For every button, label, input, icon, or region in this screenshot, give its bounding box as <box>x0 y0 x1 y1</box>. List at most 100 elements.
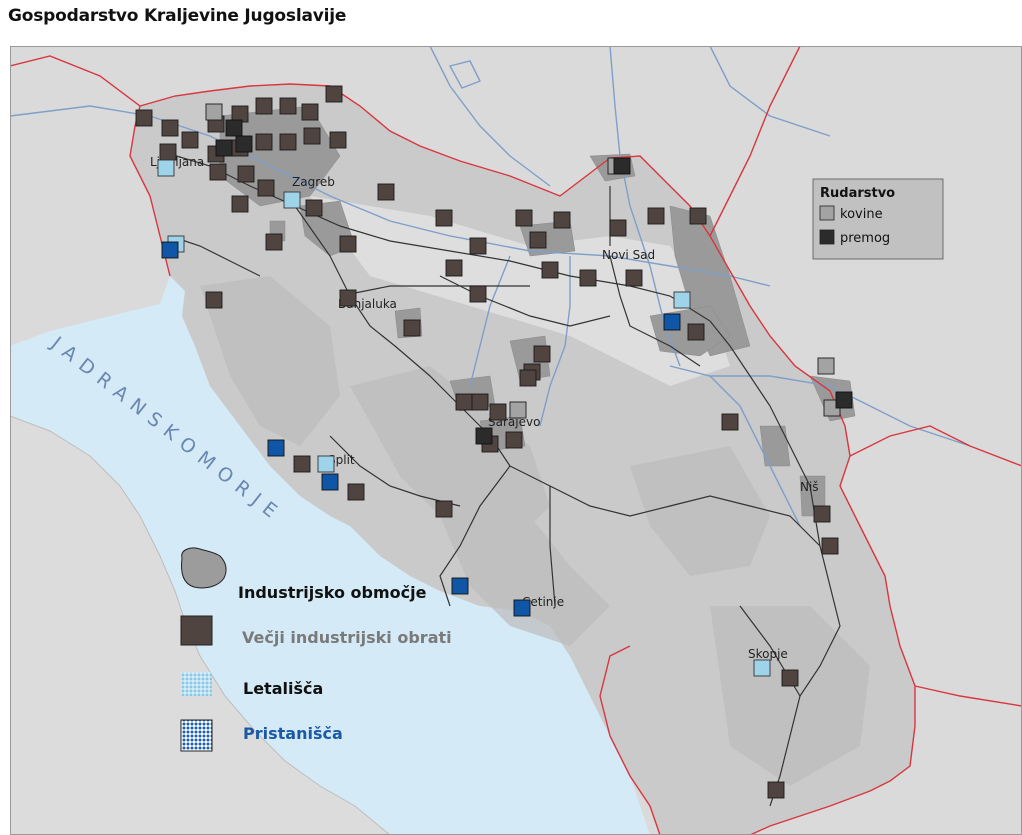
factory-marker <box>209 163 227 181</box>
factory-marker <box>279 97 297 115</box>
port-marker <box>267 439 285 457</box>
factory-marker <box>265 233 283 251</box>
city-label: Zagreb <box>292 175 335 189</box>
state-borders <box>10 46 1022 835</box>
factory-marker <box>231 195 249 213</box>
pannonian-plain <box>310 196 730 386</box>
legend-coal-label: premog <box>840 231 890 246</box>
airport-marker <box>317 455 335 473</box>
factory-marker <box>469 237 487 255</box>
legend-metals-swatch <box>819 205 835 221</box>
factory-marker <box>255 97 273 115</box>
factory-marker <box>237 165 255 183</box>
factory-marker <box>489 403 507 421</box>
factory-marker <box>455 393 473 411</box>
factory-marker <box>305 199 323 217</box>
factory-marker <box>301 103 319 121</box>
legend-mining-box <box>812 178 944 260</box>
map-canvas: J A D R A N S K O M O R J E LjubljanaZag… <box>10 46 1022 835</box>
factory-marker <box>533 345 551 363</box>
metal-mine-marker <box>509 401 527 419</box>
page-title: Gospodarstvo Kraljevine Jugoslavije <box>8 6 347 26</box>
city-label: Cetinje <box>522 595 564 609</box>
airport-marker <box>673 291 691 309</box>
coal-mine-marker <box>835 391 853 409</box>
legend-industry-zone-label: Industrijsko območje <box>238 583 427 602</box>
legend-port-label: Pristanišča <box>243 724 343 743</box>
factory-marker <box>471 393 489 411</box>
metal-mine-marker <box>817 357 835 375</box>
port-marker <box>663 313 681 331</box>
factory-marker <box>767 781 785 799</box>
factory-marker <box>339 235 357 253</box>
factory-marker <box>347 483 365 501</box>
factory-marker <box>257 179 275 197</box>
factory-marker <box>293 455 311 473</box>
factory-marker <box>781 669 799 687</box>
airport-marker <box>283 191 301 209</box>
factory-marker <box>255 133 273 151</box>
factory-marker <box>721 413 739 431</box>
legend-port-symbol <box>180 719 213 752</box>
factory-marker <box>579 269 597 287</box>
legend-airport-label: Letališča <box>243 679 323 698</box>
factory-marker <box>205 291 223 309</box>
factory-marker <box>469 285 487 303</box>
port-marker <box>161 241 179 259</box>
legend-main: Industrijsko območje Večji industrijski … <box>180 547 452 752</box>
coal-mine-marker <box>475 427 493 445</box>
factory-marker <box>519 369 537 387</box>
factory-marker <box>181 131 199 149</box>
airport-marker <box>753 659 771 677</box>
metal-mine-marker <box>205 103 223 121</box>
factory-marker <box>435 209 453 227</box>
factory-marker <box>161 119 179 137</box>
city-label: Novi Sad <box>602 248 655 262</box>
ports-layer <box>161 241 681 617</box>
factory-marker <box>689 207 707 225</box>
italy-land <box>10 415 391 835</box>
legend-industry-zone-symbol <box>181 547 227 589</box>
factory-marker <box>135 109 153 127</box>
legend-coal-swatch <box>819 229 835 245</box>
coal-mines-layer <box>215 119 853 445</box>
city-label: Split <box>328 453 355 467</box>
airport-marker <box>157 159 175 177</box>
factory-marker <box>609 219 627 237</box>
factory-marker <box>821 537 839 555</box>
legend-factory-symbol <box>180 615 213 646</box>
factory-marker <box>445 259 463 277</box>
factory-marker <box>515 209 533 227</box>
factory-marker <box>647 207 665 225</box>
factory-marker <box>339 289 357 307</box>
factory-marker <box>325 85 343 103</box>
port-marker <box>321 473 339 491</box>
legend-factory-label: Večji industrijski obrati <box>242 628 452 647</box>
factories-layer <box>135 85 839 799</box>
legend-airport-symbol <box>181 672 212 696</box>
factory-marker <box>403 319 421 337</box>
legend-mining-title: Rudarstvo <box>820 186 895 201</box>
factory-marker <box>303 127 321 145</box>
coal-mine-marker <box>225 119 243 137</box>
coal-mine-marker <box>215 139 233 157</box>
terrain-shading <box>200 276 870 786</box>
city-label: Niš <box>800 480 819 494</box>
coal-mine-marker <box>613 157 631 175</box>
factory-marker <box>329 131 347 149</box>
city-label: Skopje <box>748 647 788 661</box>
factory-marker <box>159 143 177 161</box>
legend-mining: Rudarstvo kovine premog <box>812 178 944 260</box>
factory-marker <box>279 133 297 151</box>
factory-marker <box>377 183 395 201</box>
factory-marker <box>541 261 559 279</box>
factory-marker <box>553 211 571 229</box>
port-marker <box>451 577 469 595</box>
legend-metals-label: kovine <box>840 207 883 222</box>
factory-marker <box>505 431 523 449</box>
factory-marker <box>625 269 643 287</box>
factory-marker <box>435 500 453 518</box>
factory-marker <box>813 505 831 523</box>
coal-mine-marker <box>235 135 253 153</box>
